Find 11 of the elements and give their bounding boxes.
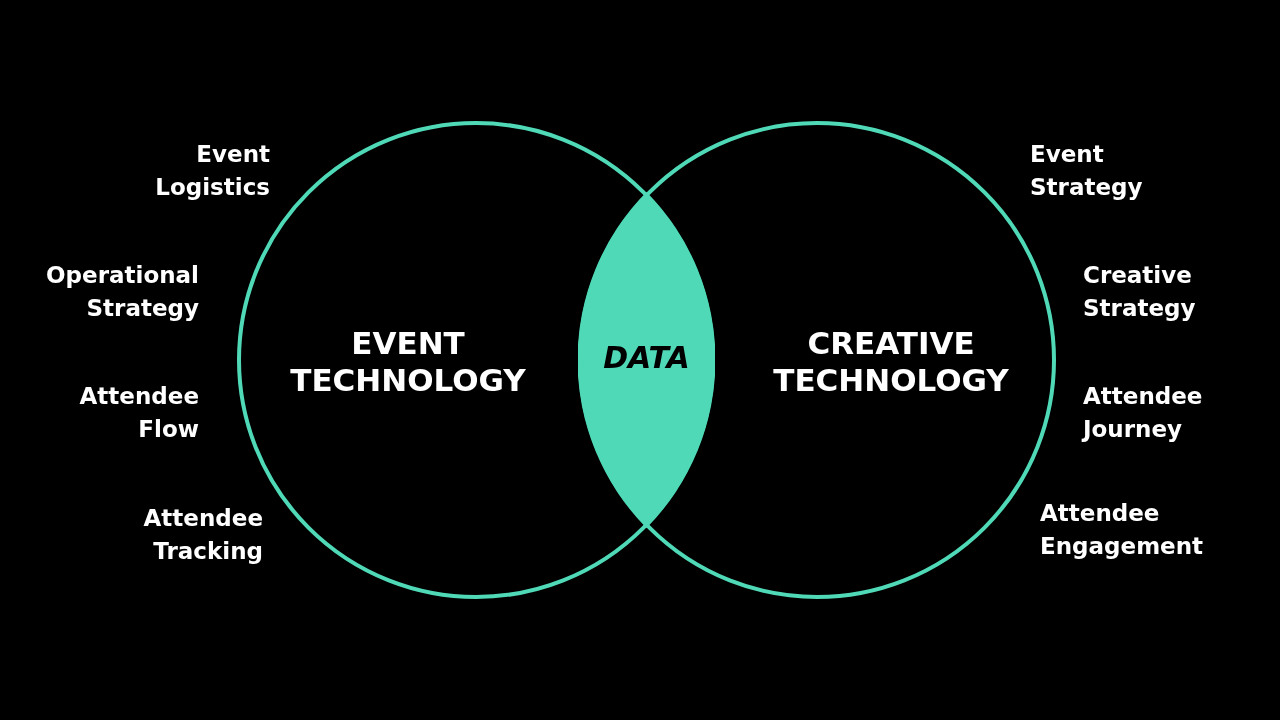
topic-label: Event Logistics xyxy=(155,140,270,202)
topic-label: Event Strategy xyxy=(1030,140,1143,202)
topic-label: Operational Strategy xyxy=(46,261,199,323)
topic-label: Attendee Journey xyxy=(1083,382,1203,444)
topic-label: Creative Strategy xyxy=(1083,261,1196,323)
circle-title: CREATIVE TECHNOLOGY xyxy=(772,324,1010,400)
topic-label: Attendee Flow xyxy=(79,382,199,444)
circle-title: EVENT TECHNOLOGY xyxy=(289,324,527,400)
topic-label: Attendee Tracking xyxy=(143,504,263,566)
topic-label: Attendee Engagement xyxy=(1040,499,1204,561)
overlap-title: DATA xyxy=(602,340,691,376)
